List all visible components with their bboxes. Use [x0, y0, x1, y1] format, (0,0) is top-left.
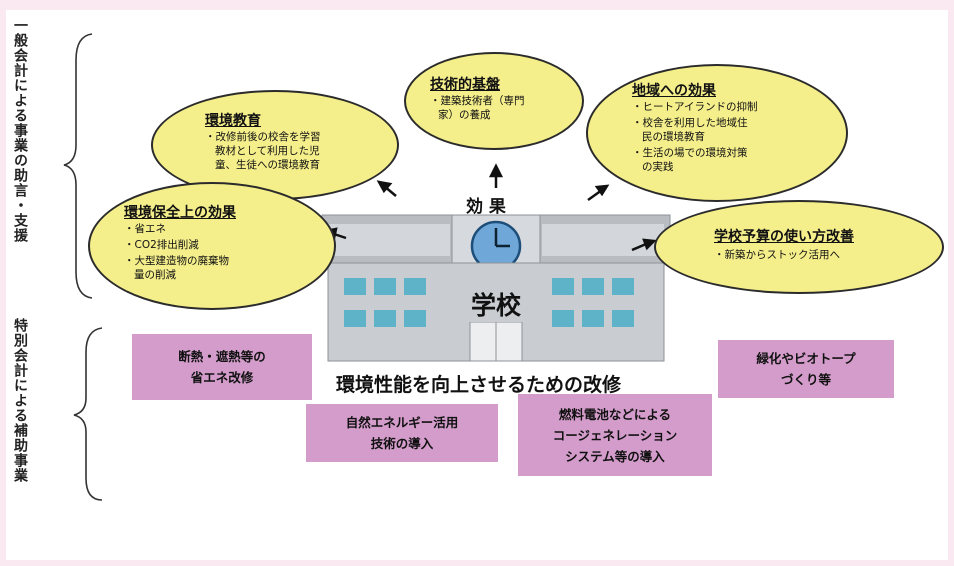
technical-base-item: 家）の養成: [438, 109, 491, 121]
renovation-caption: 環境性能を向上させるための改修: [336, 374, 622, 396]
effects-label: 効 果: [466, 197, 506, 217]
school-budget-ellipse: 学校予算の使い方改善 ・新築からストック活用へ: [654, 200, 944, 294]
regional-effect-ellipse: 地域への効果 ・ヒートアイランドの抑制 ・校舎を利用した地域住 民の環境教育 ・…: [586, 64, 848, 202]
env-conservation-item: 量の削減: [134, 269, 176, 281]
top-brace: [63, 33, 93, 299]
env-education-item: 教材として利用した児: [215, 145, 320, 157]
regional-effect-item: の実践: [642, 161, 674, 173]
env-education-ellipse: 環境教育 ・改修前後の校舎を学習 教材として利用した児 童、生徒への環境教育: [151, 90, 399, 200]
env-conservation-ellipse: 環境保全上の効果 ・省エネ ・CO2排出削減 ・大型建造物の廃棄物 量の削減: [88, 182, 336, 310]
bottom-brace: [73, 327, 103, 501]
brackets: [63, 33, 103, 501]
school-label: 学校: [446, 286, 546, 322]
arrow-right: [631, 242, 647, 252]
greening-biotope-text: 緑化やビオトープ づくり等: [756, 351, 856, 387]
regional-effect-title: 地域への効果: [632, 83, 716, 99]
env-conservation-title: 環境保全上の効果: [124, 205, 236, 221]
technical-base-ellipse: 技術的基盤 ・建築技術者（専門 家）の養成: [404, 52, 584, 150]
regional-effect-item: 民の環境教育: [642, 131, 705, 143]
special-account-label: 特別会計による補助事業: [12, 318, 28, 483]
greening-biotope-box: 緑化やビオトープ づくり等: [718, 340, 894, 398]
env-conservation-item: ・大型建造物の廃棄物: [124, 255, 229, 267]
regional-effect-item: ・校舎を利用した地域住: [632, 117, 748, 129]
natural-energy-box: 自然エネルギー活用 技術の導入: [306, 404, 498, 462]
building-roof-left-panel: [328, 224, 450, 256]
right-windows: [552, 278, 634, 327]
env-education-item: 童、生徒への環境教育: [215, 159, 320, 171]
insulation-retrofit-text: 断熱・遮熱等の 省エネ改修: [178, 349, 266, 385]
left-windows: [344, 278, 426, 327]
insulation-retrofit-box: 断熱・遮熱等の 省エネ改修: [132, 334, 312, 400]
general-account-label: 一般会計による事業の助言・支援: [12, 18, 28, 243]
diagram-canvas: 一般会計による事業の助言・支援 特別会計による補助事業: [6, 10, 948, 560]
school-budget-title: 学校予算の使い方改善: [714, 229, 854, 245]
natural-energy-text: 自然エネルギー活用 技術の導入: [345, 415, 459, 451]
env-education-title: 環境教育: [205, 113, 261, 129]
env-conservation-item: ・省エネ: [124, 223, 166, 235]
cogeneration-box: 燃料電池などによる コージェネレーション システム等の導入: [518, 394, 712, 476]
school-budget-item: ・新築からストック活用へ: [714, 249, 840, 261]
technical-base-item: ・建築技術者（専門: [430, 95, 525, 107]
regional-effect-item: ・生活の場での環境対策: [632, 147, 748, 159]
cogeneration-text: 燃料電池などによる コージェネレーション システム等の導入: [552, 406, 678, 464]
technical-base-title: 技術的基盤: [430, 77, 500, 93]
regional-effect-item: ・ヒートアイランドの抑制: [632, 101, 758, 113]
env-conservation-item: ・CO2排出削減: [124, 239, 199, 251]
env-education-item: ・改修前後の校舎を学習: [205, 131, 321, 143]
